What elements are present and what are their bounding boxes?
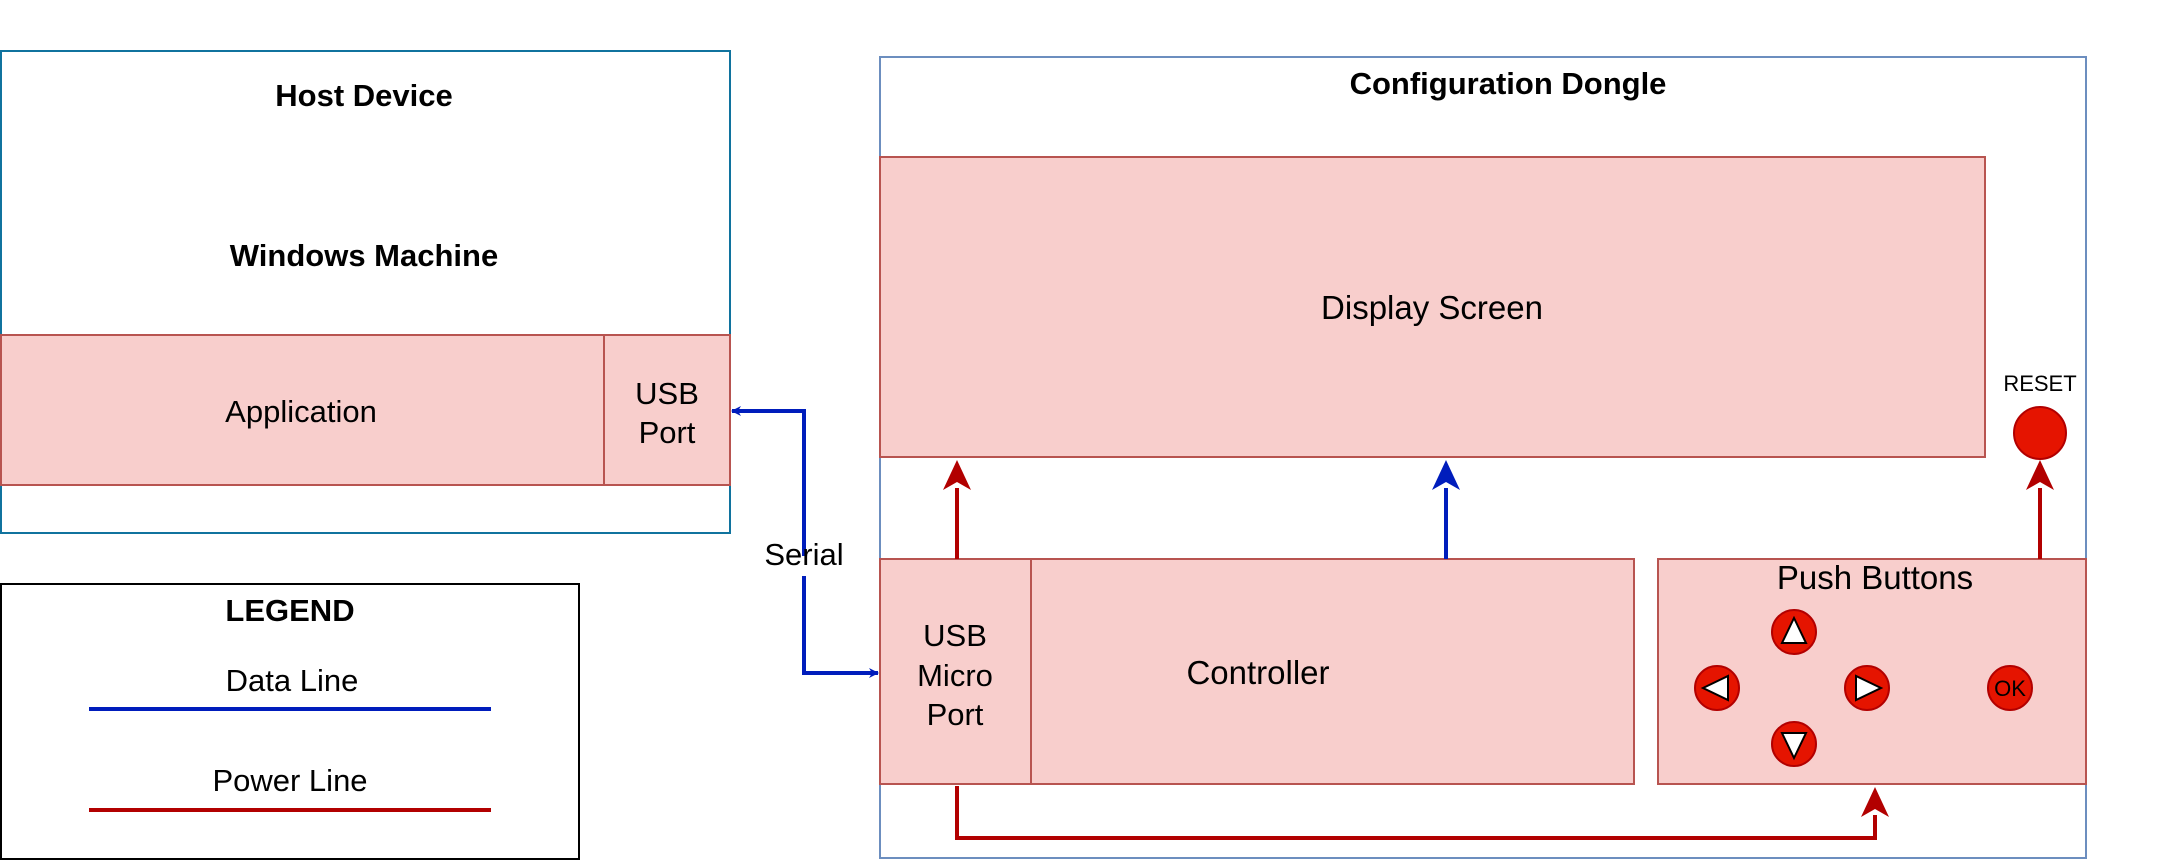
configuration-dongle-group: Configuration Dongle Display Screen USB …: [879, 56, 2087, 859]
legend-box: [0, 583, 580, 860]
left-button: [1694, 665, 1740, 711]
data-line-controller-to-display: [1432, 460, 1460, 559]
data-arrowhead-display: [1432, 460, 1460, 490]
legend: LEGEND Data Line Power Line: [0, 583, 580, 860]
usb-micro-port-label-line2: Micro: [917, 658, 993, 693]
host-device-title: Host Device: [275, 78, 452, 113]
right-button: [1844, 665, 1890, 711]
controller-label: Controller: [1186, 654, 1329, 691]
serial-label: Serial: [764, 537, 843, 572]
reset-label: RESET: [2003, 371, 2076, 396]
power-arrowhead-display: [943, 460, 971, 490]
legend-power-line-label: Power Line: [212, 763, 367, 798]
usb-port-block: [603, 334, 731, 486]
power-lines: [943, 460, 2054, 840]
controller-block: [1030, 558, 1635, 785]
serial-connector-to-dongle: [802, 576, 879, 678]
usb-port-label-line1: USB: [635, 376, 699, 411]
application-label: Application: [225, 394, 377, 429]
down-button: [1771, 721, 1817, 767]
serial-connector: [731, 406, 806, 556]
reset-button: [2013, 406, 2067, 460]
left-arrow-icon: [1700, 674, 1729, 702]
up-arrow-icon: [1780, 615, 1808, 644]
configuration-dongle-title: Configuration Dongle: [1350, 66, 1667, 101]
up-button: [1771, 609, 1817, 655]
application-block: [0, 334, 605, 486]
power-arrowhead-reset: [2026, 460, 2054, 490]
usb-micro-port-block: [879, 558, 1032, 785]
down-arrow-icon: [1780, 732, 1808, 761]
legend-data-line-label: Data Line: [226, 663, 359, 698]
windows-machine-label: Windows Machine: [230, 238, 498, 273]
power-line-usb-to-buttons: [955, 786, 1877, 840]
push-buttons-label: Push Buttons: [1777, 559, 1973, 596]
ok-button-circle: [1987, 665, 2033, 711]
legend-title: LEGEND: [225, 593, 354, 628]
ok-button: OK: [1987, 665, 2033, 711]
usb-port-label-line2: Port: [639, 415, 696, 450]
usb-micro-port-label-line3: Port: [927, 697, 984, 732]
display-screen-block: [879, 156, 1986, 458]
host-device-group: Host Device Windows Machine Application …: [0, 50, 731, 534]
serial-link: Serial: [731, 406, 879, 678]
display-screen-label: Display Screen: [1321, 289, 1543, 326]
usb-micro-port-label-line1: USB: [923, 618, 987, 653]
ok-button-label: OK: [1994, 676, 2026, 701]
power-arrowhead-buttons: [1861, 787, 1889, 817]
right-arrow-icon: [1855, 674, 1884, 702]
